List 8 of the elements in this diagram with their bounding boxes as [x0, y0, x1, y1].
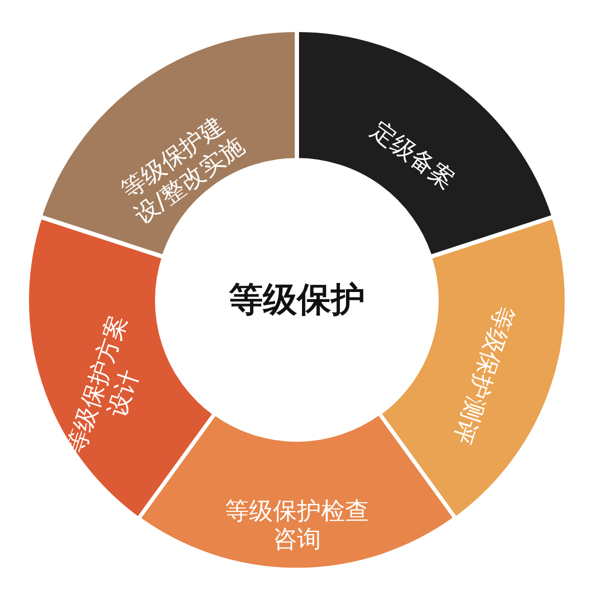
segment-label: 等级保护建设/整改实施	[115, 110, 250, 231]
segment-label: 等级保护测评	[448, 301, 521, 450]
ring-segment	[40, 30, 297, 257]
ring-segment	[297, 30, 554, 257]
segment-label: 定级备案	[364, 114, 461, 196]
segment-label: 等级保护检查咨询	[224, 496, 370, 553]
ring-segment	[379, 216, 567, 518]
center-title: 等级保护	[229, 280, 365, 320]
